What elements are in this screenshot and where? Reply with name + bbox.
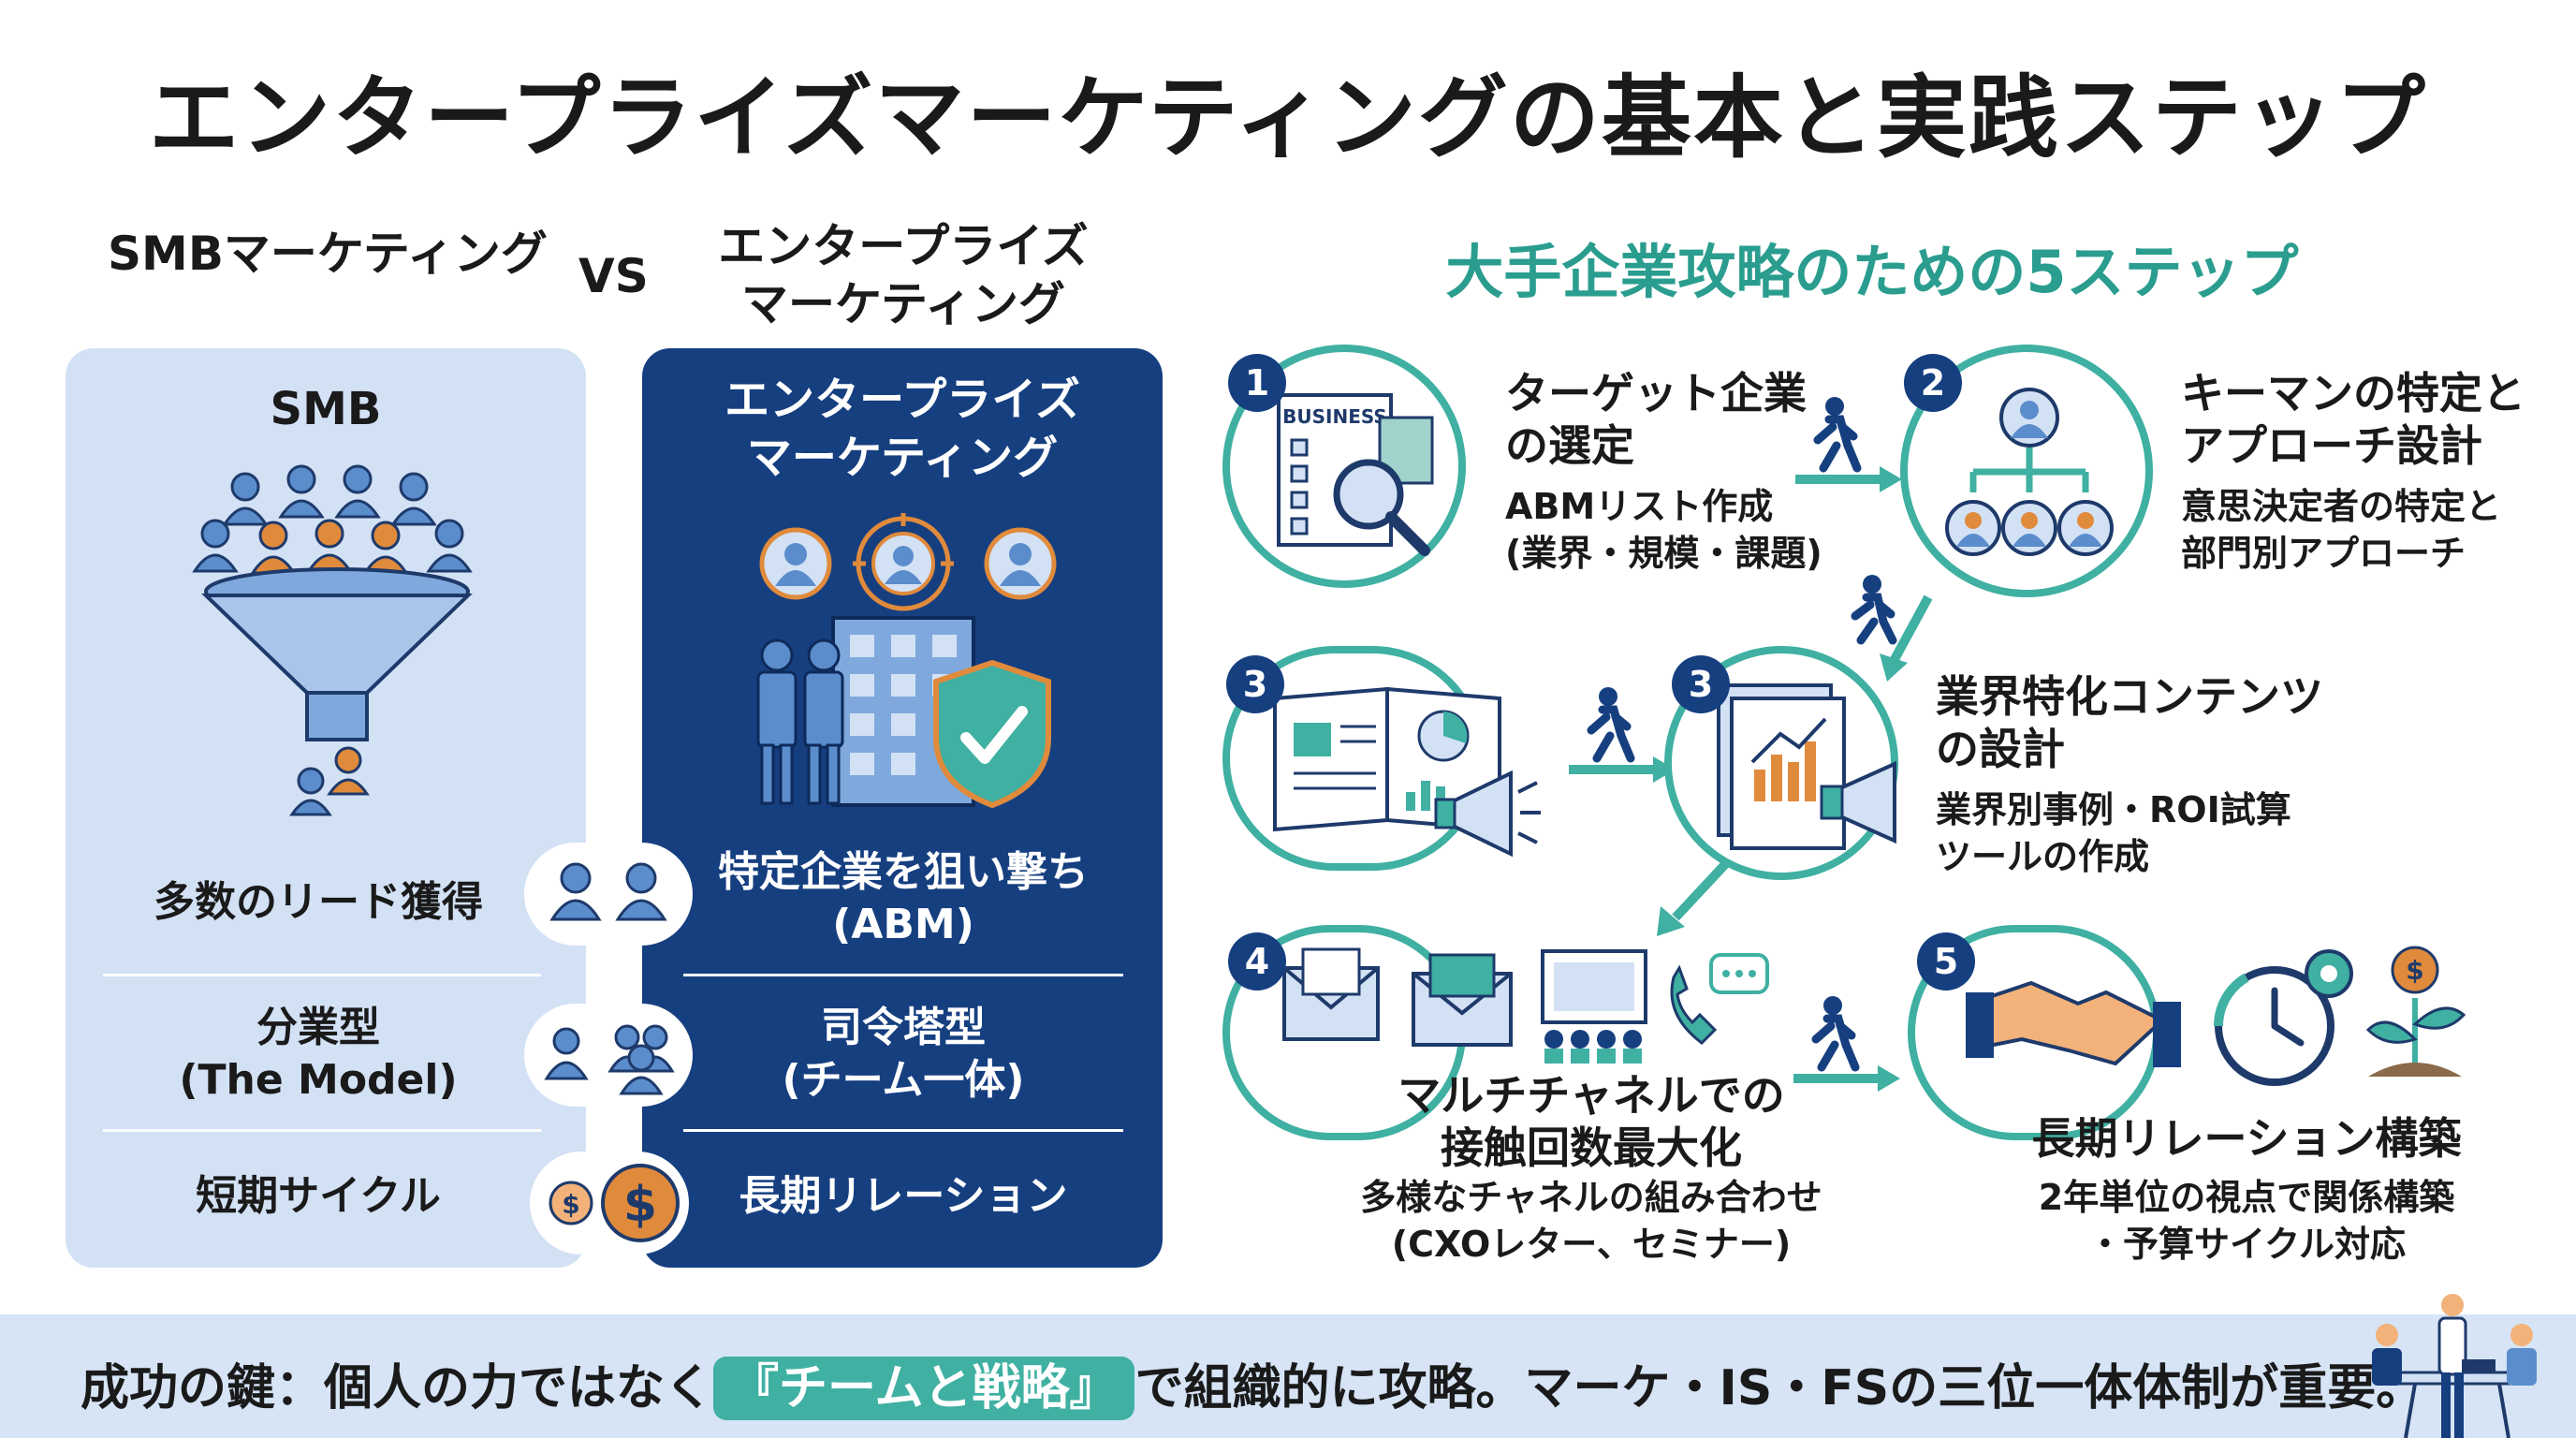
smb-divider <box>103 1129 541 1132</box>
footer-prefix: 成功の鍵：個人の力ではなく <box>80 1360 714 1416</box>
step2-desc: 意思決定者の特定と 部門別アプローチ <box>2181 483 2501 577</box>
step3-title-line1: 業界特化コンテンツ <box>1936 671 2323 722</box>
walking-person-down-arrow-icon <box>1851 575 1933 682</box>
svg-text:$: $ <box>623 1177 657 1233</box>
ent-row-command: 司令塔型 (チーム一体) <box>655 1002 1151 1107</box>
step4-desc-line2: (CXOレター、セミナー) <box>1391 1224 1792 1265</box>
team-compare-icon <box>524 1004 693 1107</box>
smb-panel-title: SMB <box>270 383 382 435</box>
vs-label: VS <box>578 249 649 303</box>
smb-divider <box>103 974 541 976</box>
ent-panel-title-line2: マーケティング <box>746 432 1059 484</box>
svg-text:$: $ <box>2406 955 2423 986</box>
enterprise-panel <box>642 348 1163 1268</box>
step4-number: 4 <box>1228 932 1286 990</box>
handshake-clock-plant-icons: $ <box>1966 946 2466 1086</box>
team-meeting-icon <box>2372 1294 2537 1438</box>
step1-desc-line1: ABMリスト作成 <box>1505 486 1774 527</box>
step5-desc: 2年単位の視点で関係構築 ・予算サイクル対応 <box>1994 1174 2499 1268</box>
step3-desc: 業界別事例・ROI試算 ツールの作成 <box>1936 786 2291 880</box>
ent-heading-line1: エンタープライズ <box>718 219 1089 273</box>
step4-title-line1: マルチチャネルでの <box>1398 1070 1785 1121</box>
ent-row-longterm: 長期リレーション <box>739 1172 1068 1220</box>
step4-desc: 多様なチャネルの組み合わせ (CXOレター、セミナー) <box>1236 1174 1947 1268</box>
step3-number-a: 3 <box>1226 655 1284 713</box>
walking-person-arrow-icon <box>1795 397 1902 492</box>
step5-desc-line2: ・予算サイクル対応 <box>2086 1224 2407 1265</box>
ent-divider <box>683 1129 1123 1132</box>
org-chart-icon <box>1945 388 2114 556</box>
step2-number: 2 <box>1904 354 1962 412</box>
svg-text:$: $ <box>562 1189 579 1220</box>
smb-row-division-line1: 分業型 <box>256 1004 380 1051</box>
step1-desc: ABMリスト作成 (業界・規模・課題) <box>1505 483 1822 577</box>
ent-row-command-line1: 司令塔型 <box>821 1004 986 1051</box>
step3-desc-line2: ツールの作成 <box>1936 836 2150 877</box>
step2-desc-line2: 部門別アプローチ <box>2181 533 2466 574</box>
ent-row-command-line2: (チーム一体) <box>782 1056 1025 1104</box>
smb-heading: SMBマーケティング <box>108 227 548 281</box>
step3-number-b: 3 <box>1672 655 1730 713</box>
step1-desc-line2: (業界・規模・課題) <box>1505 533 1822 574</box>
magazine-megaphone-icon <box>1273 686 1541 858</box>
page-title: エンタープライズマーケティングの基本と実践ステップ <box>149 66 2427 170</box>
step4-title: マルチチャネルでの 接触回数最大化 <box>1236 1069 1947 1174</box>
funnel-icon <box>192 464 473 816</box>
smb-row-leads: 多数のリード獲得 <box>154 878 483 926</box>
step3-desc-line1: 業界別事例・ROI試算 <box>1936 789 2291 830</box>
step1-title: ターゲット企業 の選定 <box>1505 367 1807 472</box>
smb-row-cycle: 短期サイクル <box>196 1172 441 1220</box>
ent-panel-title-line1: エンタープライズ <box>724 374 1080 426</box>
smb-row-division: 分業型 (The Model) <box>94 1002 543 1107</box>
ent-heading: エンタープライズ マーケティング <box>646 217 1161 333</box>
down-arrow-icon <box>1657 858 1732 936</box>
step4-desc-line1: 多様なチャネルの組み合わせ <box>1360 1177 1822 1218</box>
step2-title-line1: キーマンの特定と <box>2181 368 2525 418</box>
step3-title-line2: の設計 <box>1936 724 2065 774</box>
step2-title: キーマンの特定と アプローチ設計 <box>2181 367 2525 472</box>
ent-heading-line2: マーケティング <box>741 277 1065 331</box>
ent-divider <box>683 974 1123 976</box>
step4-title-line2: 接触回数最大化 <box>1441 1123 1742 1173</box>
step2-title-line2: アプローチ設計 <box>2181 420 2482 471</box>
business-label: BUSINESS <box>1282 405 1387 428</box>
footer-suffix: で組織的に攻略。マーケ・IS・FSの三位一体体制が重要。 <box>1134 1360 2425 1416</box>
steps-heading: 大手企業攻略のための5ステップ <box>1445 238 2299 306</box>
step1-title-line1: ターゲット企業 <box>1505 368 1807 418</box>
ent-row-abm: 特定企業を狙い撃ち (ABM) <box>655 846 1151 951</box>
step5-title: 長期リレーション構築 <box>2031 1113 2462 1164</box>
footer-bar <box>0 1314 2576 1438</box>
ent-row-abm-line2: (ABM) <box>832 901 974 948</box>
smb-row-division-line2: (The Model) <box>179 1056 458 1104</box>
step5-number: 5 <box>1917 932 1975 990</box>
ent-panel-title: エンタープライズ マーケティング <box>642 371 1163 487</box>
walking-person-arrow-icon <box>1793 996 1900 1092</box>
multichannel-icons <box>1282 947 1769 1064</box>
ent-row-abm-line1: 特定企業を狙い撃ち <box>718 848 1089 896</box>
dollar-compare-icon: $ $ <box>530 1152 689 1255</box>
step5-desc-line1: 2年単位の視点で関係構築 <box>2038 1177 2455 1218</box>
footer-message: 成功の鍵：個人の力ではなく『チームと戦略』で組織的に攻略。マーケ・IS・FSの三… <box>80 1348 2425 1420</box>
step3-title: 業界特化コンテンツ の設計 <box>1936 670 2323 775</box>
step1-number: 1 <box>1228 354 1286 412</box>
business-search-icon: BUSINESS <box>1277 393 1434 556</box>
footer-highlight: 『チームと戦略』 <box>713 1357 1135 1420</box>
people-compare-icon <box>524 843 693 946</box>
enterprise-target-icon <box>756 513 1057 809</box>
report-megaphone-icon <box>1717 683 1896 850</box>
step2-desc-line1: 意思決定者の特定と <box>2181 486 2502 527</box>
step1-title-line2: の選定 <box>1505 420 1634 471</box>
